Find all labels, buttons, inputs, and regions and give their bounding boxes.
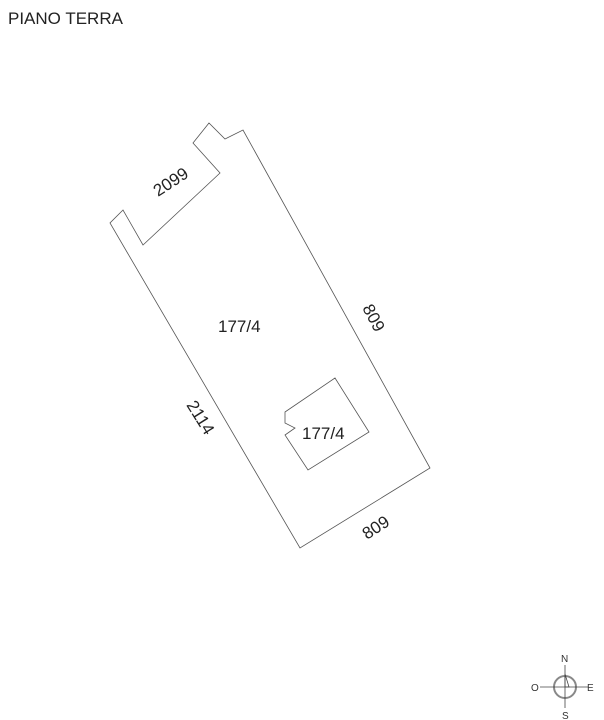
east-boundary-label: 809 <box>358 301 388 335</box>
compass-rose-icon: N S E O <box>531 654 594 720</box>
parcel-outline <box>109 122 431 549</box>
page-title: PIANO TERRA <box>8 9 123 28</box>
building-label: 177/4 <box>302 424 345 443</box>
parcel-label: 177/4 <box>218 317 261 336</box>
south-boundary-label: 809 <box>359 512 393 543</box>
neighbor-label-2099: 2099 <box>150 164 192 201</box>
west-boundary-label: 2114 <box>183 397 218 438</box>
compass-east: E <box>587 683 594 694</box>
compass-west: O <box>531 683 539 694</box>
compass-south: S <box>562 711 569 720</box>
compass-north: N <box>561 654 568 665</box>
building-outline <box>284 377 370 471</box>
